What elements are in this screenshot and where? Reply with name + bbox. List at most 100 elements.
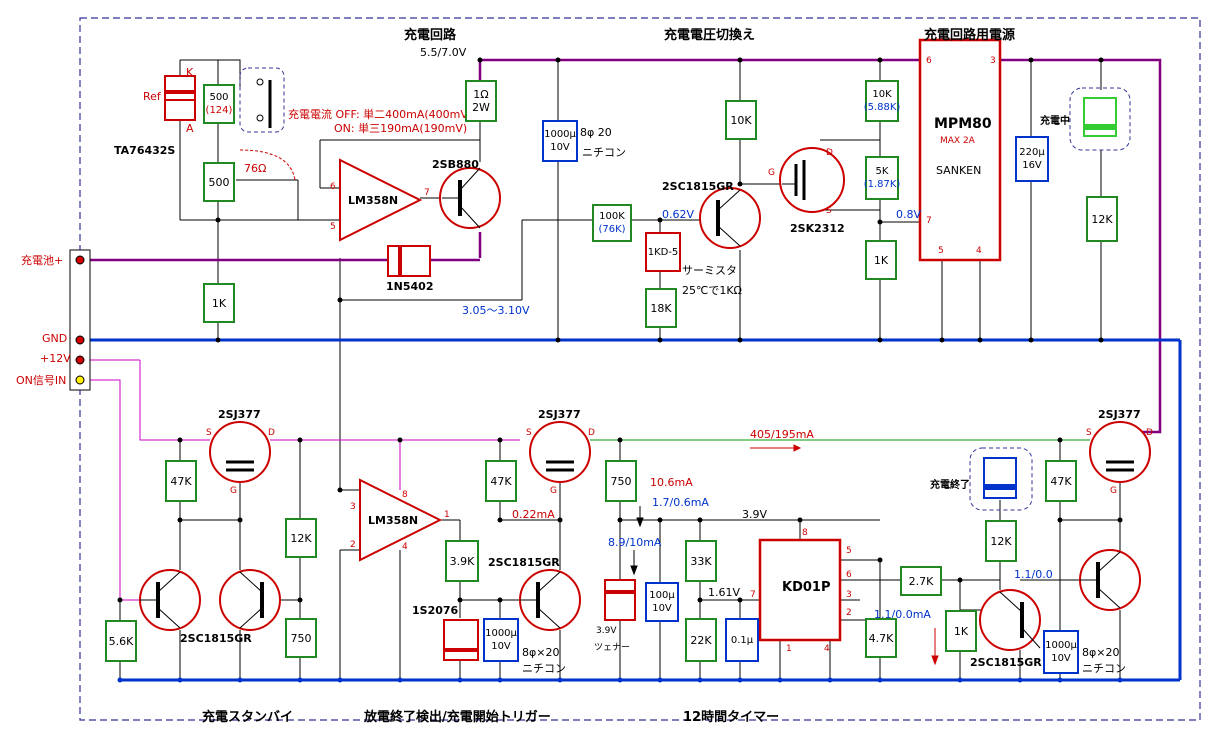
fet1-g: G <box>230 486 237 496</box>
npn-stby-1 <box>139 569 201 631</box>
pin-3: 3 <box>990 56 996 66</box>
voltage-reg-adj: 0.8V <box>896 208 922 221</box>
resistor-5-6k: 5.6K <box>105 620 137 662</box>
pot-500: 500(124) <box>203 84 235 124</box>
fetk-d: D <box>826 148 833 158</box>
header-power-supply: 充電回路用電源 <box>924 28 1016 43</box>
part-2sk2312: 2SK2312 <box>790 222 845 235</box>
part-cap-8x20b: 8φ×20 <box>1082 646 1120 659</box>
resistor-750-a: 750 <box>285 618 317 658</box>
junctions <box>117 57 1123 603</box>
led-end <box>983 457 1017 499</box>
fet1-s: S <box>206 428 212 438</box>
kd-pin-8: 8 <box>802 528 808 538</box>
pot-100k: 100K(76K) <box>592 204 632 242</box>
fet2-d: D <box>588 428 595 438</box>
fet3-d: D <box>1146 428 1153 438</box>
kd-pin-1: 1 <box>786 644 792 654</box>
part-mpm80: MPM80 <box>934 116 992 132</box>
timer-kd01p <box>758 538 842 642</box>
header-charge-circuit: 充電回路 <box>404 28 457 43</box>
part-cap-8x20a: 8φ×20 <box>522 646 560 659</box>
part-2sc1815-out: 2SC1815GR <box>970 656 1042 669</box>
npn-out-1 <box>979 589 1041 651</box>
transistor-2sc1815-top <box>699 187 761 249</box>
part-cap-8phi20: 8φ 20 <box>580 126 612 139</box>
voltage-ref-range: 3.05～3.10V <box>462 304 530 317</box>
opa-pin-5: 5 <box>330 222 336 232</box>
lm358n-bottom <box>359 478 443 562</box>
fet2-s: S <box>526 428 532 438</box>
resistor-18k: 18K <box>645 288 677 328</box>
terminal-12v <box>75 355 85 365</box>
current-i1: 10.6mA <box>650 476 693 489</box>
part-k: K <box>186 66 194 79</box>
resistor-750-b: 750 <box>605 460 637 502</box>
note-zener-v: 3.9V <box>596 626 617 636</box>
mode-switch-box <box>239 67 285 133</box>
note-thermistor2: 25℃で1KΩ <box>682 284 742 297</box>
led-end-box <box>969 447 1033 511</box>
diode-1n5402 <box>387 245 431 277</box>
note-charge-current2: ON: 単三190mA(190mV) <box>334 122 468 135</box>
label-battery-plus: 充電池+ <box>21 254 64 267</box>
fet2-g: G <box>550 486 557 496</box>
opb-pin-1: 1 <box>444 510 450 520</box>
voltage-out1: 1.1/0.0 <box>1014 568 1053 581</box>
resistor-47k-c: 47K <box>1045 460 1077 502</box>
note-charge-current: 充電電流 OFF: 単二400mA(400mV) <box>288 108 473 121</box>
fet1-d: D <box>268 428 275 438</box>
label-12v: +12V <box>40 352 71 365</box>
resistor-22k: 22K <box>685 618 717 662</box>
part-nichicon3: ニチコン <box>1082 662 1126 675</box>
part-lm358n-top: LM358N <box>348 194 399 207</box>
resistor-12k-c: 12K <box>985 520 1017 562</box>
pfet-2sj377-2 <box>529 421 591 483</box>
diode-1s2076 <box>443 619 479 661</box>
part-1n5402: 1N5402 <box>386 280 434 293</box>
regulator-mpm80 <box>918 38 1002 262</box>
voltage-top-rail: 5.5/7.0V <box>420 46 467 59</box>
kd-pin-7: 7 <box>750 590 756 600</box>
resistor-1k-a: 1K <box>203 283 235 323</box>
resistor-47k-a: 47K <box>165 460 197 502</box>
voltage-q-base: 0.62V <box>662 208 695 221</box>
led-charging <box>1083 97 1117 137</box>
zener-diode <box>604 579 636 621</box>
resistor-3-9k: 3.9K <box>445 540 479 582</box>
note-thermistor: サーミスタ <box>682 264 737 277</box>
terminal-block <box>69 249 91 391</box>
opb-pin-3: 3 <box>350 502 356 512</box>
led-charging-box <box>1069 87 1131 151</box>
part-ref: Ref <box>143 90 161 103</box>
resistor-1k-c: 1K <box>945 610 977 652</box>
part-2sc1815-trig: 2SC1815GR <box>488 556 560 569</box>
part-ta76432s: TA76432S <box>114 144 176 157</box>
resistor-33k: 33K <box>685 540 717 582</box>
current-main: 405/195mA <box>750 428 814 441</box>
ta76432s-symbol <box>164 75 196 121</box>
bottom-wires <box>119 440 1121 680</box>
pot-10k: 10K(5.88K) <box>864 80 900 122</box>
fet3-s: S <box>1086 428 1092 438</box>
resistor-12k-b: 12K <box>285 518 317 558</box>
part-2sc1815-stby: 2SC1815GR <box>180 632 252 645</box>
kd-pin-4: 4 <box>824 644 830 654</box>
part-sanken: SANKEN <box>936 164 982 177</box>
pin-6: 6 <box>926 56 932 66</box>
voltage-out2: 1.1/0.0mA <box>874 608 931 621</box>
current-i2: 1.7/0.6mA <box>652 496 709 509</box>
resistor-1k-b: 1K <box>865 240 897 280</box>
current-i4: 0.22mA <box>512 508 555 521</box>
current-arrows-black <box>630 506 644 576</box>
part-1s2076: 1S2076 <box>412 604 459 617</box>
kd-pin-3: 3 <box>846 590 852 600</box>
voltage-kd-in: 1.61V <box>708 586 741 599</box>
current-i3: 8.9/10mA <box>608 536 662 549</box>
part-kd01p: KD01P <box>782 580 831 595</box>
